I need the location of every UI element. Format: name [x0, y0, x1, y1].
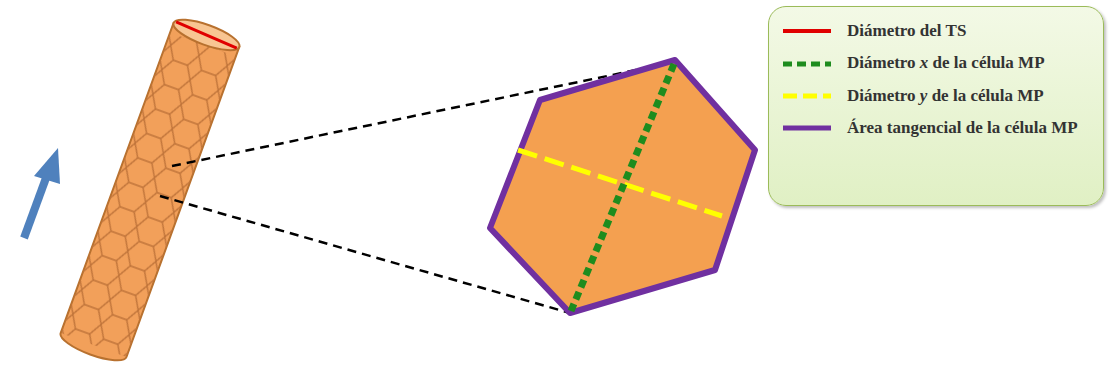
cell-hexagon	[490, 60, 755, 313]
legend-row: Diámetro del TS	[781, 21, 1091, 41]
legend-sample	[781, 25, 833, 37]
legend-text: Área tangencial de la célula MP	[847, 118, 1087, 138]
tube-diameter	[175, 22, 238, 48]
legend-text: Diámetro y de la célula MP	[847, 86, 1087, 106]
legend-row: Diámetro x de la célula MP	[781, 53, 1091, 73]
direction-arrow	[24, 148, 60, 238]
legend-text: Diámetro del TS	[847, 21, 1087, 41]
legend-sample	[781, 90, 833, 102]
legend-sample	[781, 58, 833, 70]
cell-diameter-x	[571, 64, 674, 311]
legend-row: Diámetro y de la célula MP	[781, 86, 1091, 106]
legend-text: Diámetro x de la célula MP	[847, 53, 1087, 73]
legend-row: Área tangencial de la célula MP	[781, 118, 1091, 138]
legend-box: Diámetro del TS Diámetro x de la célula M…	[768, 6, 1104, 206]
tube-cylinder	[57, 14, 242, 367]
cell-diameter-y	[518, 150, 722, 216]
legend-sample	[781, 122, 833, 134]
